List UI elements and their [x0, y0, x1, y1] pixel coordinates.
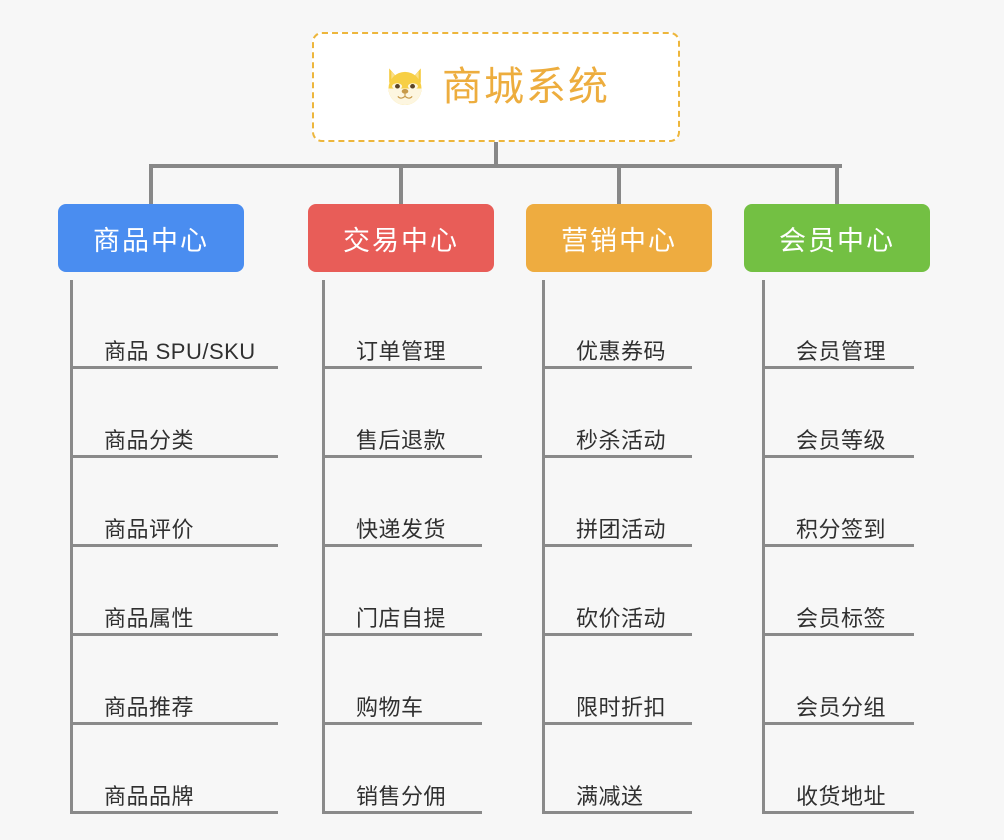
shiba-dog-face-icon: [388, 68, 422, 105]
leaf-item-underline: [542, 633, 692, 636]
leaf-item-underline: [762, 633, 914, 636]
leaf-item-label: 收货地址: [796, 783, 887, 809]
leaf-item-underline: [542, 811, 692, 814]
leaf-item[interactable]: 商品推荐: [70, 636, 278, 725]
category-header-1[interactable]: 商品中心: [58, 204, 244, 272]
leaf-item[interactable]: 商品 SPU/SKU: [70, 280, 278, 369]
leaf-item[interactable]: 订单管理: [322, 280, 482, 369]
leaf-item[interactable]: 砍价活动: [542, 547, 692, 636]
leaf-item-label: 商品属性: [104, 605, 195, 631]
leaf-column-1: 商品 SPU/SKU 商品分类商品评价商品属性商品推荐商品品牌: [70, 280, 278, 814]
leaf-item-underline: [70, 722, 278, 725]
leaf-item-label: 会员管理: [796, 338, 887, 364]
leaf-column-3: 优惠券码秒杀活动拼团活动砍价活动限时折扣满减送: [542, 280, 692, 814]
leaf-item[interactable]: 秒杀活动: [542, 369, 692, 458]
category-header-label: 会员中心: [779, 225, 895, 256]
leaf-item-underline: [762, 455, 914, 458]
column-spine: [70, 280, 73, 814]
leaf-item-underline: [70, 544, 278, 547]
category-header-label: 营销中心: [561, 225, 677, 256]
leaf-item[interactable]: 收货地址: [762, 725, 914, 814]
leaf-item-label: 会员标签: [796, 605, 887, 631]
connector-root-vertical: [494, 142, 498, 168]
root-node[interactable]: 商城系统: [312, 32, 680, 142]
leaf-item-label: 商品品牌: [104, 783, 195, 809]
leaf-item[interactable]: 售后退款: [322, 369, 482, 458]
connector-horizontal-bus: [150, 164, 842, 168]
leaf-item[interactable]: 限时折扣: [542, 636, 692, 725]
leaf-item[interactable]: 会员管理: [762, 280, 914, 369]
leaf-item[interactable]: 会员分组: [762, 636, 914, 725]
leaf-item-underline: [762, 811, 914, 814]
leaf-item-underline: [322, 722, 482, 725]
leaf-item-label: 快递发货: [356, 516, 447, 542]
column-spine: [762, 280, 765, 814]
connector-drop-4: [835, 164, 839, 204]
connector-drop-1: [149, 164, 153, 204]
leaf-item[interactable]: 满减送: [542, 725, 692, 814]
leaf-item-underline: [322, 544, 482, 547]
leaf-item-underline: [542, 544, 692, 547]
leaf-item-underline: [542, 455, 692, 458]
leaf-item[interactable]: 积分签到: [762, 458, 914, 547]
leaf-item-label: 售后退款: [356, 427, 447, 453]
leaf-item-label: 会员分组: [796, 694, 887, 720]
leaf-item-label: 商品推荐: [104, 694, 195, 720]
leaf-item-label: 优惠券码: [576, 338, 667, 364]
category-header-4[interactable]: 会员中心: [744, 204, 930, 272]
leaf-item-label: 秒杀活动: [576, 427, 667, 453]
leaf-item[interactable]: 商品评价: [70, 458, 278, 547]
leaf-item-underline: [762, 722, 914, 725]
leaf-item-underline: [322, 455, 482, 458]
leaf-item-label: 销售分佣: [356, 783, 447, 809]
leaf-item-label: 满减送: [576, 783, 644, 809]
category-header-label: 商品中心: [93, 225, 209, 256]
leaf-item-label: 购物车: [356, 694, 424, 720]
leaf-item-underline: [70, 633, 278, 636]
root-title: 商城系统: [442, 65, 610, 109]
leaf-item-underline: [542, 366, 692, 369]
leaf-item[interactable]: 门店自提: [322, 547, 482, 636]
connector-drop-3: [617, 164, 621, 204]
column-spine: [542, 280, 545, 814]
leaf-item-underline: [542, 722, 692, 725]
leaf-item-label: 砍价活动: [576, 605, 667, 631]
connector-drop-2: [399, 164, 403, 204]
leaf-item-label: 门店自提: [356, 605, 447, 631]
leaf-item[interactable]: 会员等级: [762, 369, 914, 458]
leaf-item-label: 商品分类: [104, 427, 195, 453]
leaf-column-2: 订单管理售后退款快递发货门店自提购物车销售分佣: [322, 280, 482, 814]
leaf-item[interactable]: 拼团活动: [542, 458, 692, 547]
leaf-item-label: 积分签到: [796, 516, 887, 542]
leaf-item[interactable]: 优惠券码: [542, 280, 692, 369]
leaf-item-underline: [70, 811, 278, 814]
leaf-item[interactable]: 快递发货: [322, 458, 482, 547]
leaf-item[interactable]: 商品品牌: [70, 725, 278, 814]
leaf-item[interactable]: 商品分类: [70, 369, 278, 458]
leaf-item-label: 限时折扣: [576, 694, 667, 720]
leaf-item[interactable]: 购物车: [322, 636, 482, 725]
leaf-item[interactable]: 商品属性: [70, 547, 278, 636]
category-header-3[interactable]: 营销中心: [526, 204, 712, 272]
leaf-item-underline: [70, 455, 278, 458]
leaf-item-label: 商品评价: [104, 516, 195, 542]
leaf-item-underline: [762, 366, 914, 369]
leaf-item-label: 拼团活动: [576, 516, 667, 542]
category-header-2[interactable]: 交易中心: [308, 204, 494, 272]
leaf-item-label: 会员等级: [796, 427, 887, 453]
leaf-item-underline: [322, 366, 482, 369]
leaf-item-underline: [70, 366, 278, 369]
leaf-item-label: 订单管理: [356, 338, 447, 364]
leaf-item-label: 商品 SPU/SKU: [104, 338, 256, 364]
category-header-label: 交易中心: [343, 225, 459, 256]
column-spine: [322, 280, 325, 814]
leaf-item-underline: [322, 811, 482, 814]
leaf-column-4: 会员管理会员等级积分签到会员标签会员分组收货地址: [762, 280, 914, 814]
leaf-item-underline: [322, 633, 482, 636]
leaf-item[interactable]: 销售分佣: [322, 725, 482, 814]
leaf-item-underline: [762, 544, 914, 547]
leaf-item[interactable]: 会员标签: [762, 547, 914, 636]
